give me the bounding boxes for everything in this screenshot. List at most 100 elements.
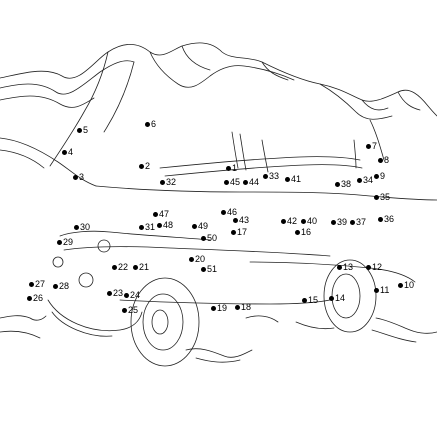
dot-number-label: 6 <box>151 119 157 129</box>
ground-scribble <box>0 315 47 321</box>
dot-number-label: 31 <box>145 222 156 232</box>
rear-wheel <box>323 259 377 333</box>
ground-scribble <box>185 348 253 358</box>
dot-49 <box>191 223 197 229</box>
car-roof-frame <box>231 131 239 169</box>
car-roof-frame <box>164 164 363 177</box>
mountain-ridge <box>0 95 95 108</box>
headlight <box>52 256 64 268</box>
dot-11 <box>373 287 379 293</box>
headlight <box>97 239 111 253</box>
front-wheel-hub <box>151 309 169 335</box>
dot-25 <box>121 307 127 313</box>
dot-13 <box>336 264 342 270</box>
dot-48 <box>156 222 162 228</box>
hill-line <box>0 137 97 187</box>
dot-number-label: 51 <box>207 264 218 274</box>
car-body-line <box>63 246 331 257</box>
headlight <box>78 272 94 288</box>
dot-42 <box>280 218 286 224</box>
dot-number-label: 33 <box>269 171 280 181</box>
dot-28 <box>52 283 58 289</box>
mountain-ridge <box>319 83 393 120</box>
car-roof-frame <box>239 133 247 171</box>
dot-40 <box>300 218 306 224</box>
car-roof-frame <box>261 139 269 173</box>
dot-24 <box>123 292 129 298</box>
dot-number-label: 43 <box>239 215 250 225</box>
dot-number-label: 32 <box>166 177 177 187</box>
dot-number-label: 21 <box>139 262 150 272</box>
dot-7 <box>365 143 371 149</box>
car-side <box>249 261 416 283</box>
dot-number-label: 36 <box>384 214 395 224</box>
car-roof-frame <box>159 156 361 169</box>
dot-4 <box>61 149 67 155</box>
dot-number-label: 42 <box>287 216 298 226</box>
dot-number-label: 24 <box>130 290 141 300</box>
dot-43 <box>232 217 238 223</box>
dot-21 <box>132 264 138 270</box>
dot-15 <box>301 297 307 303</box>
dot-10 <box>397 282 403 288</box>
dot-number-label: 35 <box>380 192 391 202</box>
dot-45 <box>223 179 229 185</box>
horizon-line <box>95 185 437 201</box>
ground-scribble <box>195 357 241 363</box>
hill-line <box>369 119 385 161</box>
dot-number-label: 16 <box>301 227 312 237</box>
dot-number-label: 30 <box>80 222 91 232</box>
car-lower <box>119 299 331 305</box>
dot-34 <box>356 177 362 183</box>
dot-5 <box>76 127 82 133</box>
dot-29 <box>56 239 62 245</box>
dot-6 <box>144 121 150 127</box>
dot-44 <box>242 179 248 185</box>
mountain-ridge <box>103 61 135 133</box>
ground-scribble <box>295 321 335 330</box>
mountain-ridge <box>361 99 389 111</box>
dot-number-label: 18 <box>241 302 252 312</box>
dot-number-label: 41 <box>291 174 302 184</box>
dot-3 <box>72 174 78 180</box>
dot-37 <box>349 219 355 225</box>
dot-16 <box>294 229 300 235</box>
front-wheel <box>130 277 200 367</box>
dot-26 <box>26 295 32 301</box>
dot-number-label: 49 <box>198 221 209 231</box>
dot-35 <box>373 194 379 200</box>
dot-number-label: 9 <box>380 171 386 181</box>
dot-number-label: 17 <box>237 227 248 237</box>
dot-number-label: 3 <box>79 172 85 182</box>
mountain-ridge <box>49 51 109 167</box>
car-hood <box>59 230 211 241</box>
mountain-ridge <box>149 51 295 88</box>
dot-33 <box>262 173 268 179</box>
dot-number-label: 22 <box>118 262 129 272</box>
dot-14 <box>328 295 334 301</box>
dot-number-label: 37 <box>356 217 367 227</box>
hill-line <box>0 149 45 169</box>
dot-20 <box>188 256 194 262</box>
ground-scribble <box>0 330 41 339</box>
dot-number-label: 7 <box>372 141 378 151</box>
ground-scribble <box>375 317 437 334</box>
dot-number-label: 47 <box>159 209 170 219</box>
dot-number-label: 48 <box>163 220 174 230</box>
dot-41 <box>284 176 290 182</box>
mountain-ridge <box>261 61 289 81</box>
dot-2 <box>138 163 144 169</box>
dot-number-label: 28 <box>59 281 70 291</box>
front-wheel-rim <box>142 293 184 351</box>
dot-32 <box>159 179 165 185</box>
ground-scribble <box>245 315 279 323</box>
dot-number-label: 50 <box>207 233 218 243</box>
dot-18 <box>234 304 240 310</box>
bumper <box>51 311 113 337</box>
dot-number-label: 12 <box>372 262 383 272</box>
dot-23 <box>106 290 112 296</box>
dot-number-label: 11 <box>380 285 390 295</box>
mountain-outline <box>0 42 437 117</box>
